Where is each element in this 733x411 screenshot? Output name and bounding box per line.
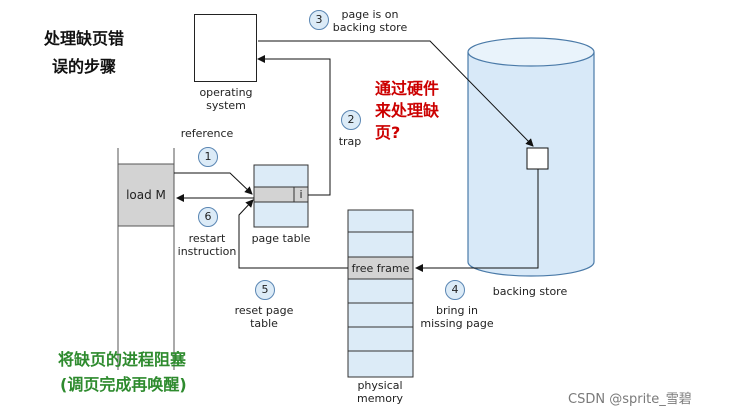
step-4-label-line2: missing page [420, 317, 494, 330]
backing-store-label: backing store [492, 285, 568, 298]
arrow-reference [174, 172, 253, 195]
arrow-bring-in [415, 169, 539, 272]
left-title-line1: 处理缺页错 [44, 29, 125, 48]
step-2-label: trap [338, 135, 362, 148]
step-4-badge: 4 [445, 280, 465, 300]
red-note-line3: 页? [375, 123, 401, 142]
green-note-line2: (调页完成再唤醒) [60, 375, 187, 394]
free-frame-label: free frame [351, 262, 410, 275]
step-5-label-line2: table [250, 317, 278, 330]
page-table-graphic [253, 164, 309, 228]
watermark: CSDN @sprite_雪碧 [568, 392, 692, 407]
page-on-disk [526, 147, 549, 170]
arrow-trap [257, 55, 331, 196]
step-5-label-line1: reset page [234, 304, 294, 317]
red-note-line2: 来处理缺 [375, 101, 440, 120]
step-3-label-line1: page is on [341, 8, 399, 21]
process-column [117, 148, 175, 370]
operating-system-box [194, 14, 257, 82]
page-table-invalid-bit: i [299, 188, 303, 201]
step-1-label: reference [180, 127, 234, 140]
load-instruction: load M [126, 188, 166, 202]
os-label-line1: operating [199, 86, 253, 99]
arrow-page-on-backing-store [258, 40, 534, 147]
os-label-line2: system [206, 99, 246, 112]
step-4-label-line1: bring in [435, 304, 479, 317]
step-2-badge: 2 [341, 110, 361, 130]
physical-memory-line2: memory [357, 392, 403, 405]
step-6-badge: 6 [198, 207, 218, 227]
physical-memory-stack [347, 209, 414, 378]
arrow-reset-page-table [238, 199, 348, 269]
green-note-line1: 将缺页的进程阻塞 [58, 350, 187, 369]
step-5-badge: 5 [255, 280, 275, 300]
red-note-line1: 通过硬件 [375, 79, 440, 98]
step-6-label-line1: restart [188, 232, 226, 245]
step-3-badge: 3 [309, 10, 329, 30]
physical-memory-line1: physical [357, 379, 403, 392]
left-title-line2: 误的步骤 [52, 57, 117, 76]
step-3-label-line2: backing store [332, 21, 408, 34]
page-table-label: page table [251, 232, 311, 245]
step-6-label-line2: instruction [177, 245, 237, 258]
step-1-badge: 1 [198, 147, 218, 167]
